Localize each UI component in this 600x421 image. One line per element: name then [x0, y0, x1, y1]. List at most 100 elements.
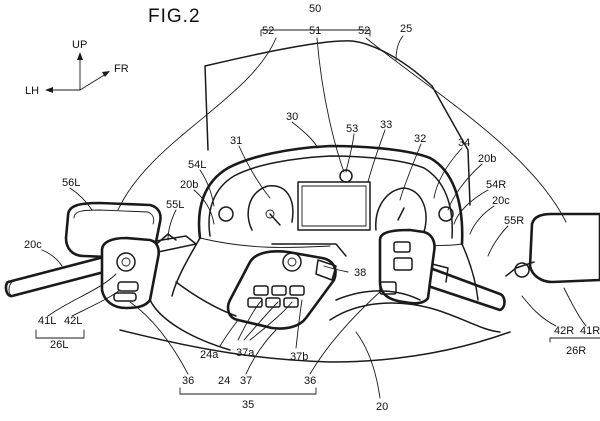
- direction-axes: UP FR LH: [25, 39, 129, 97]
- leader-20b-right: [447, 163, 483, 211]
- ref-53: 53: [346, 123, 358, 135]
- left-joystick-button: [116, 252, 136, 272]
- ref-20b-left: 20b: [180, 179, 198, 191]
- front-cowl-line: [175, 281, 237, 317]
- console-dial: [282, 252, 302, 272]
- ref-20: 20: [376, 401, 388, 413]
- center-console: [226, 243, 347, 330]
- ref-51: 51: [309, 25, 321, 37]
- windscreen: [204, 40, 471, 206]
- right-mirror-housing: [528, 212, 600, 284]
- right-start-button: [393, 257, 413, 271]
- ref-20c-right: 20c: [492, 195, 510, 207]
- console-side-switch: [315, 259, 337, 281]
- right-mirror: [505, 212, 600, 284]
- leader-20c-right: [469, 205, 495, 235]
- right-switch-lower: [379, 281, 397, 295]
- left-horn-button: [117, 281, 139, 292]
- body-cowl: [119, 237, 511, 363]
- console-switch-3: [289, 285, 305, 296]
- ref-35: 35: [242, 399, 254, 411]
- left-gauge-hub: [265, 209, 275, 219]
- left-switch-housing: [100, 236, 161, 310]
- axis-forward-label: FR: [114, 63, 129, 75]
- leader-42R: [521, 295, 557, 327]
- left-gauge: [247, 185, 294, 231]
- ref-24: 24: [218, 375, 230, 387]
- ref-42L: 42L: [64, 315, 82, 327]
- figure-title: FIG.2: [148, 6, 201, 27]
- leader-53: [345, 133, 355, 173]
- leader-51: [316, 37, 345, 173]
- right-switch-box: [378, 228, 436, 305]
- leader-52-right: [365, 37, 567, 223]
- ref-20c-left: 20c: [24, 239, 42, 251]
- ref-26L: 26L: [50, 339, 68, 351]
- leader-30: [291, 121, 319, 149]
- leader-37a-3: [249, 301, 293, 341]
- ref-54R: 54R: [486, 179, 506, 191]
- axis-left-label: LH: [25, 85, 39, 97]
- leader-41L: [47, 273, 117, 317]
- ref-20b-right: 20b: [478, 153, 496, 165]
- console-switch-6: [283, 297, 299, 308]
- left-switch-box: [100, 236, 161, 310]
- bracket-26R: [549, 337, 600, 343]
- leader-55R: [487, 225, 509, 257]
- leader-56L: [69, 187, 93, 211]
- leader-24a: [219, 319, 239, 347]
- ref-32: 32: [414, 133, 426, 145]
- ref-56L: 56L: [62, 177, 80, 189]
- bracket-35: [179, 387, 317, 395]
- leader-54R: [453, 189, 489, 225]
- center-display-screen: [301, 185, 367, 227]
- axis-up-label: UP: [72, 39, 87, 51]
- console-switch-panel: [226, 250, 337, 330]
- right-switch-upper: [393, 241, 411, 253]
- ref-24a: 24a: [200, 349, 219, 361]
- leader-20c-left: [41, 249, 63, 267]
- leader-41R: [563, 287, 587, 327]
- leader-34: [433, 147, 463, 199]
- left-grip: [4, 256, 109, 298]
- ref-38: 38: [354, 267, 366, 279]
- left-indicator-lamp: [218, 206, 234, 222]
- leader-lines: [35, 29, 600, 399]
- ref-41L: 41L: [38, 315, 56, 327]
- right-grip: [426, 266, 506, 312]
- leader-25: [395, 35, 404, 61]
- leader-37b: [295, 299, 303, 349]
- leader-42L: [71, 289, 121, 317]
- console-bracket-38: [271, 243, 347, 257]
- ref-41R: 41R: [580, 325, 600, 337]
- ref-36-right: 36: [304, 375, 316, 387]
- right-cowl-line: [329, 302, 501, 333]
- leader-37a-2: [243, 301, 279, 341]
- ref-52-right: 52: [358, 25, 370, 37]
- leader-55L: [167, 209, 177, 241]
- leader-32: [399, 143, 422, 201]
- ref-54L: 54L: [188, 159, 206, 171]
- right-gauge-needle: [397, 207, 405, 221]
- ref-34: 34: [458, 137, 470, 149]
- ref-55L: 55L: [166, 199, 184, 211]
- right-indicator-lamp: [438, 206, 454, 222]
- leader-36-right: [309, 289, 383, 375]
- ref-31: 31: [230, 135, 242, 147]
- left-joystick-center: [121, 257, 131, 267]
- reference-numerals: 50 52 51 52 25 30 53 33 31 32 34 54L 20b…: [24, 3, 600, 413]
- leader-52-left: [117, 37, 277, 211]
- console-dial-center: [287, 257, 297, 267]
- meter-panel-inner: [208, 155, 453, 239]
- ref-30: 30: [286, 111, 298, 123]
- leader-54L: [199, 169, 215, 207]
- bracket-26L: [35, 329, 85, 339]
- left-cowl-line: [149, 299, 231, 351]
- ref-42R: 42R: [554, 325, 574, 337]
- ref-37b: 37b: [290, 351, 308, 363]
- leader-20: [355, 331, 381, 399]
- bracket-50: [260, 29, 371, 37]
- forward-arrowhead-icon: [102, 71, 110, 77]
- leader-33: [367, 129, 386, 183]
